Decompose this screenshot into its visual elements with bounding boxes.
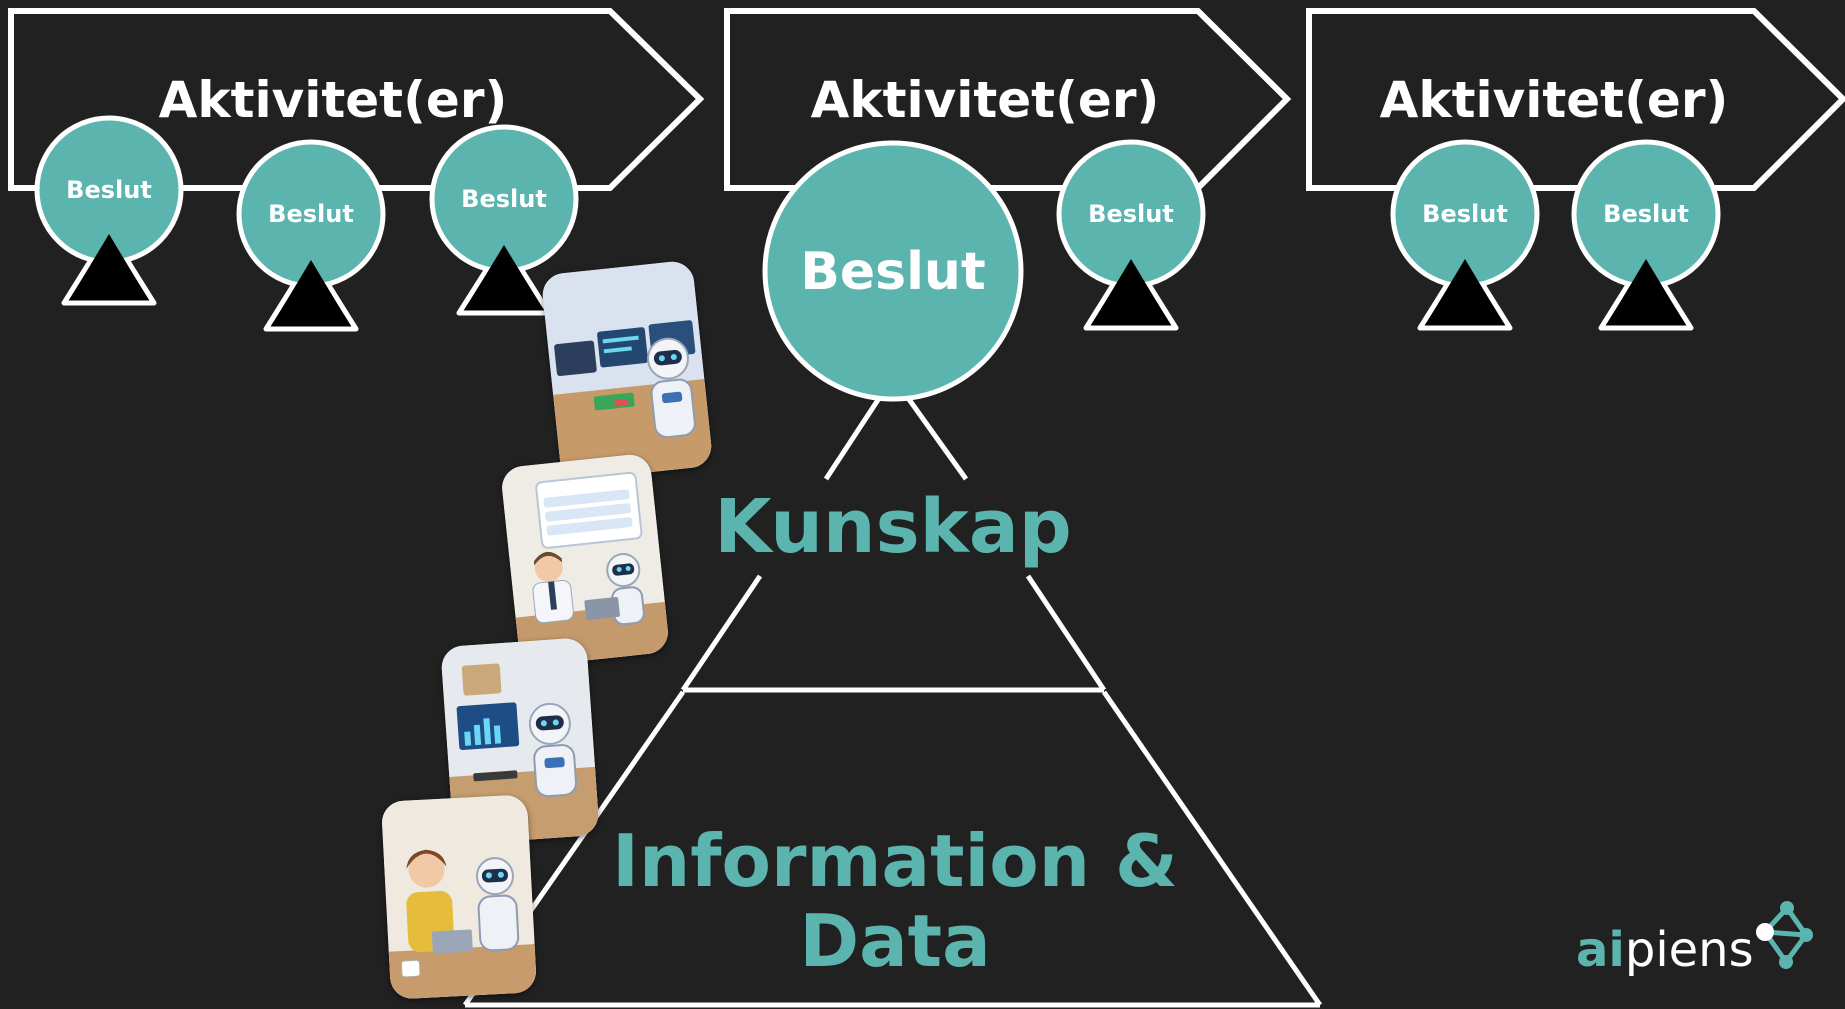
decision-label: Beslut [1088, 200, 1174, 228]
decision-node: Beslut [1056, 139, 1206, 331]
decision-label: Beslut [461, 185, 547, 213]
robot-illustration-icon [499, 452, 671, 668]
pyramid-bottom-label-line2: Data [799, 899, 990, 983]
decision-node: Beslut [236, 139, 386, 332]
decision-label-large: Beslut [800, 242, 986, 302]
logo-suffix: piens [1625, 922, 1754, 978]
decision-node: Beslut [1571, 139, 1721, 331]
decision-label: Beslut [66, 176, 152, 204]
knowledge-pyramid: Kunskap Information & Data [462, 375, 1323, 1008]
activity-title: Aktivitet(er) [159, 71, 508, 129]
logo-wordmark: aipiens [1576, 922, 1754, 978]
activity-title: Aktivitet(er) [1380, 71, 1729, 129]
robot-illustration-icon [540, 259, 714, 482]
decision-label: Beslut [268, 200, 354, 228]
woman-with-robot-card [380, 794, 538, 1000]
decision-node-large: Beslut [762, 140, 1024, 402]
robot-illustration-icon [380, 794, 538, 1000]
robot-at-monitors-card [540, 259, 714, 482]
robot-illustration-icon [440, 637, 600, 845]
activity-title: Aktivitet(er) [811, 71, 1160, 129]
molecule-icon [1756, 901, 1813, 969]
activity-arrow-3: Aktivitet(er) [1306, 8, 1845, 191]
aipiens-logo: aipiens [1576, 901, 1813, 978]
robot-recommendation-card [499, 452, 671, 668]
decision-label: Beslut [1603, 200, 1689, 228]
decision-label: Beslut [1422, 200, 1508, 228]
activity-arrow-2: Aktivitet(er) [724, 8, 1292, 191]
pyramid-bottom-label-line1: Information & [612, 819, 1178, 903]
decision-node: Beslut [34, 115, 184, 306]
decision-markers: Beslut Beslut Beslut Beslut Beslut [34, 115, 1721, 402]
decision-node: Beslut [429, 124, 579, 316]
logo-prefix: ai [1576, 922, 1625, 978]
pyramid-top-label: Kunskap [714, 484, 1072, 570]
robot-dashboard-card [440, 637, 600, 845]
decision-node: Beslut [1390, 139, 1540, 331]
